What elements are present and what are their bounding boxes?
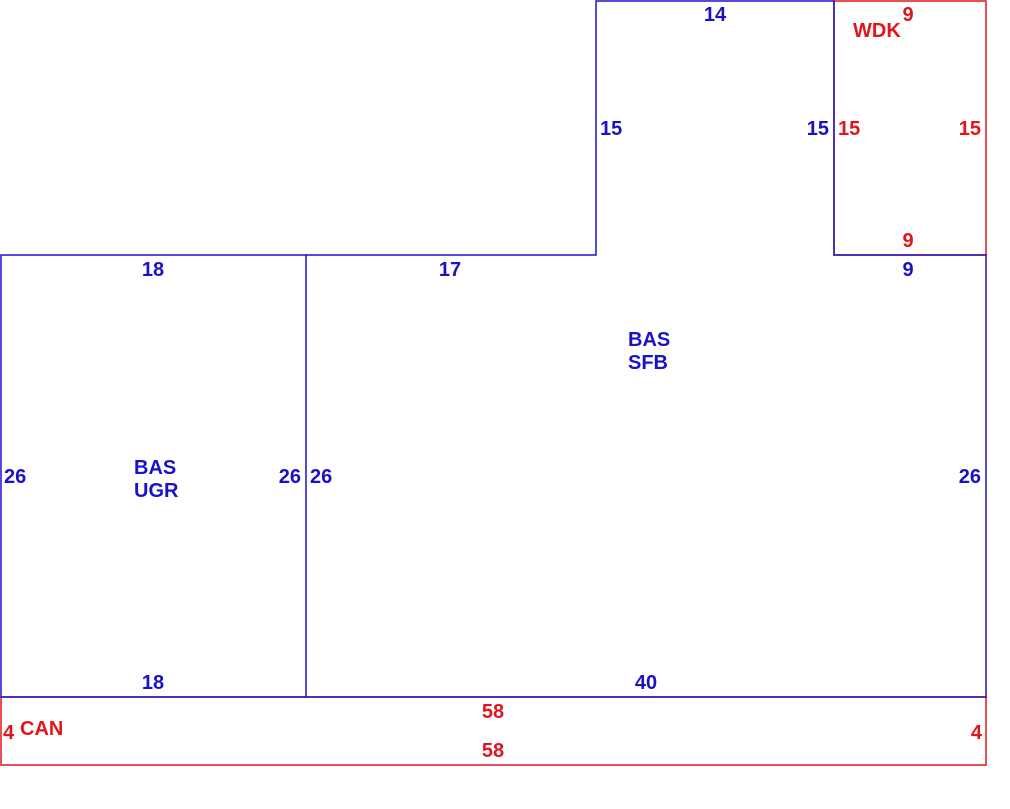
ugr-top-dimension: 18: [142, 259, 164, 281]
bump-left-dimension: 15: [600, 118, 622, 140]
area-labels: BAS UGR BAS SFB WDK CAN: [20, 20, 901, 740]
wdk-top-dimension: 9: [902, 4, 913, 26]
can-bottom-dimension: 58: [482, 740, 504, 762]
can-left-dimension: 4: [3, 722, 15, 744]
sfb-subcode-label: SFB: [628, 352, 668, 374]
sfb-bottom-dimension: 40: [635, 672, 657, 694]
ugr-subcode-label: UGR: [134, 480, 179, 502]
ugr-bottom-dimension: 18: [142, 672, 164, 694]
wdk-left-dimension: 15: [838, 118, 860, 140]
outlines: [0, 0, 987, 766]
can-right-dimension: 4: [971, 722, 983, 744]
can-code-label: CAN: [20, 718, 63, 740]
ugr-right-dimension: 26: [279, 466, 301, 488]
dimension-labels: 18 18 26 26 17 9 26 26 40 14 15 15 9 9 1…: [3, 4, 983, 762]
sfb-right-dimension: 26: [959, 466, 981, 488]
ugr-code-label: BAS: [134, 457, 176, 479]
sfb-code-label: BAS: [628, 329, 670, 351]
ugr-outline: [0, 254, 307, 698]
wdk-bottom-dimension: 9: [902, 230, 913, 252]
wdk-right-dimension: 15: [959, 118, 981, 140]
sfb-left-dimension: 26: [310, 466, 332, 488]
sfb-outline: [306, 0, 987, 698]
sfb-top-right-dimension: 9: [902, 259, 913, 281]
bump-top-dimension: 14: [704, 4, 727, 26]
can-top-dimension: 58: [482, 701, 504, 723]
bump-right-dimension: 15: [807, 118, 829, 140]
sfb-top-left-dimension: 17: [439, 259, 461, 281]
wdk-code-label: WDK: [853, 20, 901, 42]
ugr-left-dimension: 26: [4, 466, 26, 488]
